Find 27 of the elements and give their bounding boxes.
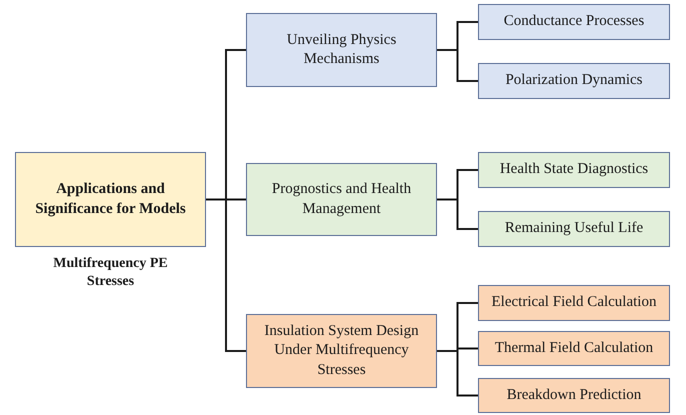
connector-line — [437, 198, 478, 230]
topic-box — [478, 211, 670, 247]
box-text: Prognostics and Health Management — [270, 180, 412, 218]
box-caption: Multifrequency PE Stresses — [52, 255, 169, 292]
connector-line — [206, 198, 246, 352]
box-text: Electrical Field Calculation — [492, 293, 656, 312]
topic-box — [478, 63, 670, 99]
topic-box — [478, 152, 670, 188]
topic-box — [478, 285, 670, 321]
box-text: Thermal Field Calculation — [494, 338, 654, 358]
connector-line — [437, 49, 478, 82]
box-text: Unveiling Physics Mechanisms — [286, 30, 398, 69]
topic-box — [246, 163, 437, 236]
topic-box — [478, 378, 670, 413]
connector-line — [437, 350, 478, 396]
box-text: Applications and Significance for Models — [34, 180, 187, 218]
box-text: Remaining Useful Life — [504, 219, 644, 238]
root-box — [15, 152, 206, 247]
box-text: Insulation System Design Under Multifrequency Stresses — [263, 322, 420, 380]
topic-box — [478, 4, 670, 40]
box-text: Breakdown Prediction — [506, 386, 642, 405]
box-text: Conductance Processes — [504, 12, 644, 32]
topic-box — [246, 13, 437, 87]
topic-box — [246, 314, 437, 388]
box-text: Health State Diagnostics — [500, 160, 648, 180]
box-text: Polarization Dynamics — [505, 71, 643, 90]
topic-box — [478, 331, 670, 366]
